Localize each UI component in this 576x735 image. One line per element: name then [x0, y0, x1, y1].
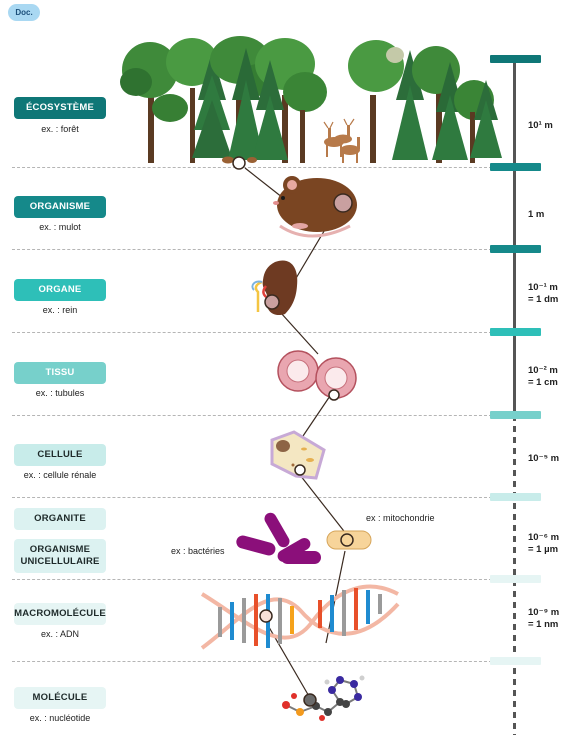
scale-organelle-equivalent: = 1 µm [528, 544, 559, 555]
scale-bar [490, 245, 541, 253]
scale-bar [490, 493, 541, 501]
zoom-circle-dna [259, 609, 273, 623]
mitochondria-illustration [326, 530, 372, 550]
divider [12, 332, 492, 333]
annotation-mitochondria: ex : mitochondrie [366, 513, 435, 523]
scale-bar [490, 575, 541, 583]
scale-ecosystem: 10¹ m [528, 120, 576, 132]
scale-organism-value: 1 m [528, 209, 545, 220]
level-example-tissue: ex. : tubules [35, 388, 85, 398]
zoom-circle-mouse [333, 193, 353, 213]
scale-organ: 10⁻¹ m = 1 dm [528, 282, 576, 306]
scale-organ-value: 10⁻¹ m [528, 282, 558, 293]
scale-bar [490, 163, 541, 171]
level-label-ecosystem: ÉCOSYSTÈME [14, 97, 106, 119]
tree-cluster-left [120, 36, 327, 163]
scale-macromolecule: 10⁻⁹ m = 1 nm [528, 607, 576, 631]
divider [12, 415, 492, 416]
scale-macromolecule-value: 10⁻⁹ m [528, 607, 560, 618]
tree-cluster-right [348, 40, 502, 163]
nucleotide-illustration [282, 675, 365, 721]
level-example-macromolecule: ex. : ADN [40, 629, 79, 639]
doc-tag: Doc. [8, 4, 40, 21]
deer-group [323, 118, 360, 163]
zoom-circle-kidney [264, 294, 280, 310]
scale-ecosystem-value: 10¹ m [528, 120, 553, 131]
scale-tissue: 10⁻² m = 1 cm [528, 365, 576, 389]
zoom-circle-forest [232, 156, 246, 170]
scale-bar [490, 328, 541, 336]
level-example-ecosystem: ex. : forêt [41, 124, 79, 134]
kidney-illustration [251, 260, 298, 316]
scale-organ-equivalent: = 1 dm [528, 294, 559, 305]
level-label-organelle: ORGANITE [14, 508, 106, 530]
divider [12, 497, 492, 498]
scale-line [513, 63, 516, 415]
zoom-circle-mitochondria [340, 533, 354, 547]
level-label-tissue: TISSU [14, 362, 106, 384]
tubules-illustration [277, 350, 357, 401]
level-label-macromolecule: MACROMOLÉCULE [14, 603, 106, 625]
level-example-cell: ex. : cellule rénale [23, 470, 97, 480]
level-example-organism: ex. : mulot [39, 222, 81, 232]
divider [12, 661, 492, 662]
zoom-circle-nucleotide [303, 693, 317, 707]
dna-illustration [200, 584, 400, 650]
scale-bar [490, 411, 541, 419]
scale-tissue-equivalent: = 1 cm [528, 377, 558, 388]
level-example-molecule: ex. : nucléotide [29, 713, 91, 723]
level-label-organ: ORGANE [14, 279, 106, 301]
kidney-cell-illustration [270, 430, 326, 480]
scale-organism: 1 m [528, 209, 576, 221]
annotation-bacteria: ex : bactéries [171, 546, 225, 556]
level-label-cell: CELLULE [14, 444, 106, 466]
scale-tissue-value: 10⁻² m [528, 365, 558, 376]
level-label-unicellular-organism: ORGANISME UNICELLULAIRE [14, 539, 106, 573]
mouse-illustration [273, 176, 357, 238]
divider [12, 167, 492, 168]
scale-bar [490, 657, 541, 665]
level-example-organ: ex. : rein [42, 305, 78, 315]
level-label-organism: ORGANISME [14, 196, 106, 218]
zoom-circle-cell [294, 464, 306, 476]
scale-organelle-value: 10⁻⁶ m [528, 532, 560, 543]
forest-illustration [120, 36, 502, 170]
level-label-molecule: MOLÉCULE [14, 687, 106, 709]
scale-organelle: 10⁻⁶ m = 1 µm [528, 532, 576, 556]
scale-cell-value: 10⁻⁵ m [528, 453, 560, 464]
bacteria-illustration [236, 512, 321, 564]
scale-cell: 10⁻⁵ m [528, 453, 576, 465]
scale-macromolecule-equivalent: = 1 nm [528, 619, 559, 630]
zoom-circle-tubule [328, 389, 340, 401]
divider [12, 249, 492, 250]
divider [12, 579, 492, 580]
scale-bar [490, 55, 541, 63]
